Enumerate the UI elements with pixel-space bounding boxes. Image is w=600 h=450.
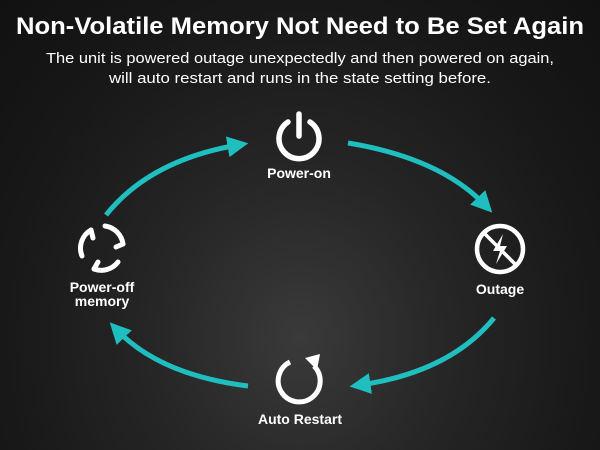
step-label-power-on: Power-on — [267, 165, 331, 181]
cycle-arrows-icon — [78, 223, 126, 273]
arrow-poweron-to-outage — [347, 140, 493, 213]
no-power-icon — [474, 223, 526, 275]
subtitle-line-1: The unit is powered outage unexpectedly … — [46, 50, 554, 67]
page-title: Non-Volatile Memory Not Need to Be Set A… — [16, 13, 584, 40]
arrow-restart-to-memory — [109, 322, 249, 389]
power-icon — [276, 111, 322, 162]
arrow-outage-to-restart — [349, 316, 496, 394]
step-label-power-off-memory-1: Power-off — [70, 279, 135, 295]
arrow-memory-to-poweron — [104, 136, 249, 217]
step-label-auto-restart: Auto Restart — [258, 411, 342, 427]
step-label-outage: Outage — [476, 281, 524, 297]
step-label-power-off-memory-2: memory — [75, 293, 130, 309]
subtitle-line-2: will auto restart and runs in the state … — [108, 70, 491, 87]
restart-icon — [275, 354, 323, 405]
